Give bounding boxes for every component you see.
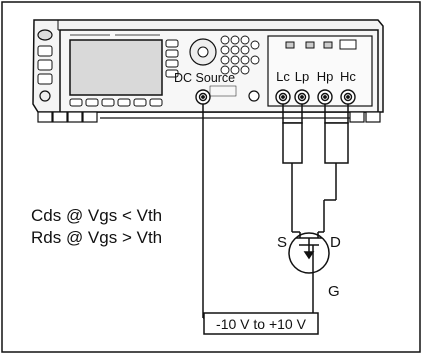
drain-label: D <box>330 234 341 251</box>
low-cable-sleeve <box>282 122 303 164</box>
lcr-meter-instrument <box>32 19 384 123</box>
side-button <box>37 45 53 57</box>
port-label-lp: Lp <box>295 69 309 84</box>
power-knob-icon <box>37 29 53 41</box>
instrument-screen <box>69 39 163 96</box>
numeric-keypad <box>220 35 260 75</box>
rds-condition-text: Rds @ Vgs > Vth <box>31 228 162 247</box>
voltage-range-label: -10 V to +10 V <box>216 316 307 332</box>
small-knob-icon <box>248 90 260 102</box>
module-top-indicators <box>285 39 357 50</box>
softkey-row <box>69 98 163 107</box>
gate-label: G <box>328 283 340 300</box>
cds-condition-text: Cds @ Vgs < Vth <box>31 206 162 225</box>
bottom-feet <box>37 111 381 123</box>
high-cable-sleeve <box>324 122 349 164</box>
lp-connector-icon <box>294 89 310 105</box>
source-label: S <box>277 234 287 251</box>
side-button <box>37 73 53 85</box>
hp-connector-icon <box>317 89 333 105</box>
side-key-column <box>165 39 179 78</box>
lc-connector-icon <box>275 89 291 105</box>
port-label-lc: Lc <box>276 69 290 84</box>
port-label-hc: Hc <box>340 69 356 84</box>
voltage-range-box <box>203 312 319 335</box>
side-dial-icon <box>39 90 51 102</box>
port-label-hp: Hp <box>317 69 334 84</box>
mosfet-symbol-icon <box>288 231 330 274</box>
side-button <box>37 59 53 71</box>
dc-source-connector-icon <box>195 89 211 105</box>
dc-source-label: DC Source <box>174 71 235 85</box>
hc-connector-icon <box>340 89 356 105</box>
